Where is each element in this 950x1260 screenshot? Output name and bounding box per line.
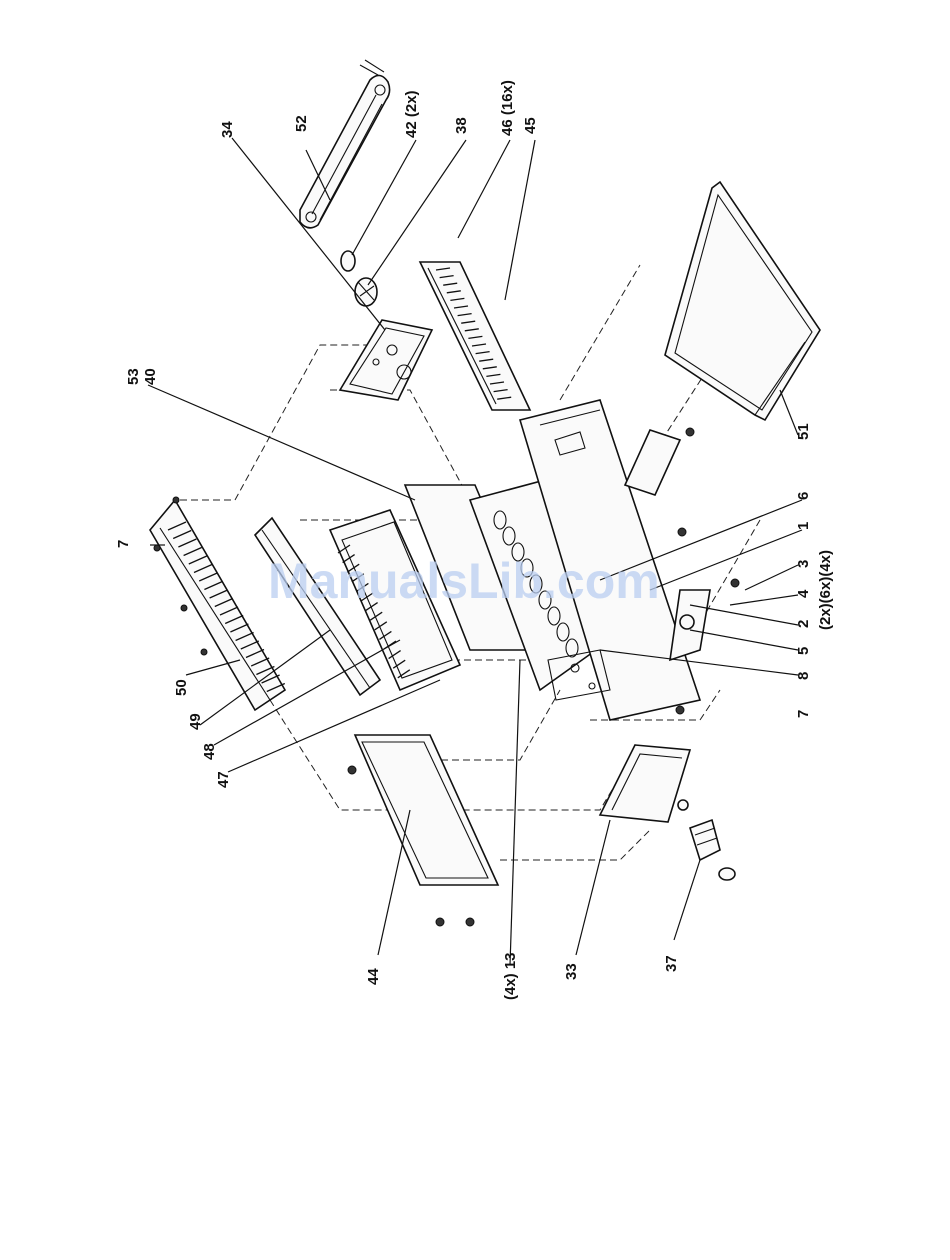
callout-2: 2 bbox=[795, 620, 812, 628]
base-tray-part-51 bbox=[665, 182, 820, 420]
handle-part-52 bbox=[300, 60, 390, 228]
callout-3: 3 bbox=[795, 560, 812, 568]
callout-37: 37 bbox=[663, 955, 680, 972]
callout-7-top: 7 bbox=[115, 540, 132, 548]
comb-strip-part-45 bbox=[420, 262, 530, 410]
callout-34: 34 bbox=[219, 121, 236, 138]
callout-38: 38 bbox=[453, 117, 470, 134]
callout-13: (4x) 13 bbox=[502, 952, 519, 1000]
callout-48: 48 bbox=[201, 743, 218, 760]
callout-50: 50 bbox=[173, 679, 190, 696]
side-plate-part-34 bbox=[340, 320, 432, 400]
callout-52: 52 bbox=[293, 115, 310, 132]
callout-44: 44 bbox=[365, 968, 382, 985]
callout-7-right: 7 bbox=[795, 710, 812, 718]
callout-40: 40 bbox=[142, 368, 159, 385]
callout-4: 4 bbox=[795, 589, 812, 598]
callout-6: 6 bbox=[795, 492, 812, 500]
callout-8: 8 bbox=[795, 672, 812, 680]
callout-51: 51 bbox=[795, 423, 812, 440]
callout-42: 42 (2x) bbox=[403, 90, 420, 138]
side-plate-part-44 bbox=[348, 735, 498, 926]
callout-1: 1 bbox=[795, 522, 812, 530]
callout-quantities: (2x)(6x)(4x) bbox=[817, 550, 834, 630]
knob-part-37 bbox=[678, 800, 735, 880]
watermark-text: ManualsLib.com bbox=[268, 553, 660, 609]
callout-53: 53 bbox=[125, 368, 142, 385]
callout-47: 47 bbox=[215, 771, 232, 788]
callout-33: 33 bbox=[563, 963, 580, 980]
callout-46: 46 (16x) bbox=[499, 80, 516, 136]
end-cap-part-33 bbox=[600, 745, 690, 822]
callout-45: 45 bbox=[522, 117, 539, 134]
callout-5: 5 bbox=[795, 647, 812, 655]
callout-49: 49 bbox=[187, 713, 204, 730]
